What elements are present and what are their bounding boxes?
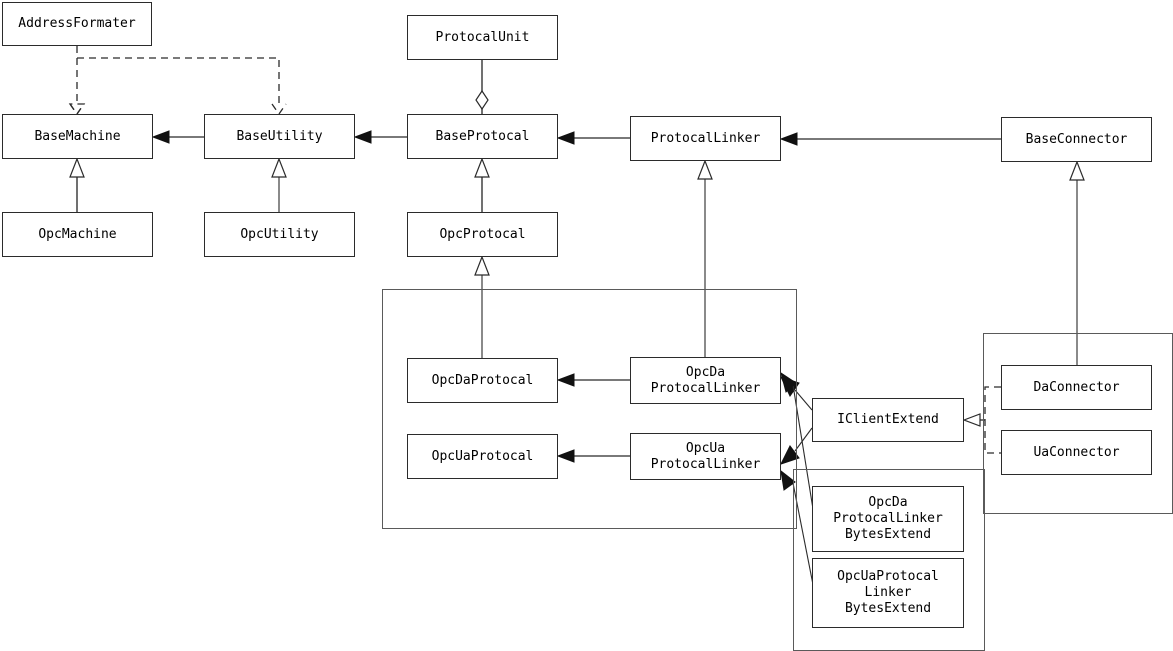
edge-opcutility-to-baseutility — [271, 157, 287, 212]
class-box-addressformater[interactable]: AddressFormater — [2, 2, 152, 46]
group-connectors — [983, 333, 1173, 514]
edge-protocallinker-to-baseprotocal — [556, 131, 630, 145]
edge-addressformater-to-basemachine — [68, 46, 86, 116]
edge-opcmachine-to-basemachine — [69, 157, 85, 212]
class-box-opcuaprotocallinker[interactable]: OpcUa ProtocalLinker — [630, 433, 781, 480]
edge-baseconnector-to-protocallinker — [779, 132, 1001, 146]
class-box-daconnector[interactable]: DaConnector — [1001, 365, 1152, 410]
group-protocal-impl — [382, 289, 797, 529]
class-box-opcmachine[interactable]: OpcMachine — [2, 212, 153, 257]
edge-opcualinker-to-opcuaprotocal — [556, 449, 630, 463]
class-box-protocallinker[interactable]: ProtocalLinker — [630, 116, 781, 161]
class-box-opcuaprotocallinkerbytesextend[interactable]: OpcUaProtocal Linker BytesExtend — [812, 558, 964, 628]
edge-baseprotocal-to-baseutility — [353, 130, 407, 144]
class-box-opcprotocal[interactable]: OpcProtocal — [407, 212, 558, 257]
class-box-opcuaprotocal[interactable]: OpcUaProtocal — [407, 434, 558, 479]
class-box-baseconnector[interactable]: BaseConnector — [1001, 117, 1152, 162]
edge-opcdalinker-to-opcdaprotocal — [556, 373, 630, 387]
class-box-iclientextend[interactable]: IClientExtend — [812, 398, 964, 442]
class-box-opcdaprotocallinkerbytesextend[interactable]: OpcDa ProtocalLinker BytesExtend — [812, 486, 964, 552]
class-box-opcdaprotocallinker[interactable]: OpcDa ProtocalLinker — [630, 357, 781, 404]
class-box-baseutility[interactable]: BaseUtility — [204, 114, 355, 159]
edge-protocalunit-to-baseprotocal — [475, 60, 489, 114]
edge-opcdaprotocal-to-opcprotocal — [474, 255, 490, 358]
class-box-opcdaprotocal[interactable]: OpcDaProtocal — [407, 358, 558, 403]
edge-baseutility-to-basemachine — [151, 130, 204, 144]
class-box-protocalunit[interactable]: ProtocalUnit — [407, 15, 558, 60]
edge-iclientextend-to-opcualinker — [780, 427, 813, 465]
edge-opcdalinker-to-protocallinker — [697, 159, 713, 357]
class-box-basemachine[interactable]: BaseMachine — [2, 114, 153, 159]
edge-opcprotocal-to-baseprotocal — [474, 157, 490, 212]
class-box-opcutility[interactable]: OpcUtility — [204, 212, 355, 257]
edge-addressformater-to-baseutility — [77, 57, 287, 116]
class-box-uaconnector[interactable]: UaConnector — [1001, 430, 1152, 475]
class-box-baseprotocal[interactable]: BaseProtocal — [407, 114, 558, 159]
edge-daconnector-to-baseconnector — [1069, 160, 1085, 365]
